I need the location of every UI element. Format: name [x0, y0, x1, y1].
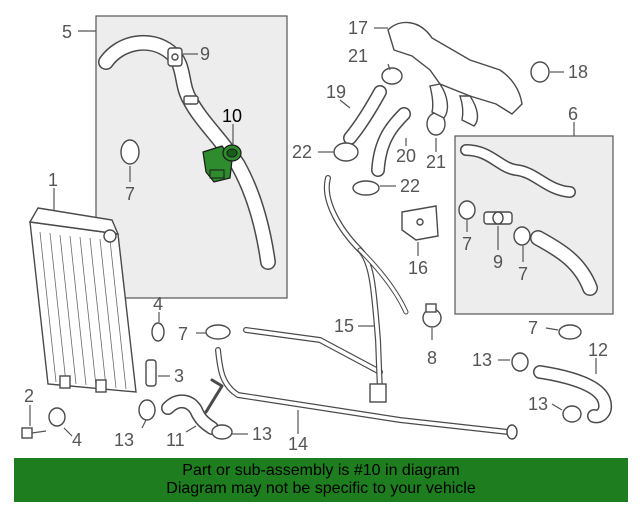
radiator[interactable]	[28, 207, 137, 393]
callout-4-upper: 4	[153, 294, 163, 314]
callout-9-box: 9	[493, 252, 503, 272]
callout-12: 12	[588, 340, 608, 360]
coolant-manifold-17[interactable]	[387, 21, 523, 127]
clamp-7-box-left[interactable]	[458, 200, 476, 220]
hose-clamp-9-top[interactable]	[167, 47, 183, 67]
callout-17: 17	[348, 18, 368, 38]
cap-18[interactable]	[530, 61, 550, 83]
part-10-connector-highlighted[interactable]	[202, 144, 242, 183]
bolt-2[interactable]	[21, 427, 47, 439]
clamp-21-upper[interactable]	[381, 67, 403, 85]
callout-20: 20	[396, 146, 416, 166]
callout-7-mid: 7	[178, 324, 188, 344]
clamp-8[interactable]	[422, 303, 442, 328]
hose-6-upper[interactable]	[460, 144, 576, 198]
upper-radiator-hose[interactable]	[98, 35, 276, 270]
bushing-4-lower[interactable]	[48, 407, 66, 427]
hose-12[interactable]	[533, 365, 612, 424]
callout-4-lower: 4	[72, 430, 82, 450]
callout-13-bottom-left: 13	[114, 430, 134, 450]
callout-16: 16	[408, 258, 428, 278]
bushing-4-upper[interactable]	[151, 322, 165, 342]
callout-7-left: 7	[125, 184, 135, 204]
small-hose-11[interactable]	[161, 394, 219, 435]
callout-7-box-right: 7	[518, 264, 528, 284]
fitting-3[interactable]	[145, 359, 157, 387]
callout-5: 5	[62, 22, 72, 42]
callout-7-box-left: 7	[462, 234, 472, 254]
callout-18: 18	[568, 62, 588, 82]
clamp-13-bottom-mid[interactable]	[211, 424, 233, 440]
callout-14: 14	[288, 434, 308, 454]
hose-clamp-small[interactable]	[183, 95, 199, 105]
clamp-7-box-right[interactable]	[513, 226, 531, 246]
coolant-pipe-14[interactable]	[204, 327, 518, 440]
clamp-13-bottom-left[interactable]	[138, 399, 156, 421]
coolant-pipe-15[interactable]	[323, 175, 409, 403]
callout-11: 11	[166, 430, 185, 450]
callout-21-lower: 21	[426, 152, 446, 172]
callout-21-upper: 21	[348, 46, 368, 66]
clamp-22-lower[interactable]	[352, 180, 380, 196]
callout-19: 19	[326, 82, 346, 102]
callout-9-top: 9	[200, 44, 210, 64]
hose-19[interactable]	[343, 85, 387, 145]
info-banner: Part or sub-assembly is #10 in diagram D…	[14, 458, 628, 502]
callout-13-right-lower: 13	[528, 394, 548, 414]
callout-13-bottom-mid: 13	[252, 424, 272, 444]
callout-2: 2	[24, 386, 34, 406]
clamp-13-right-lower[interactable]	[562, 405, 582, 423]
callout-1: 1	[48, 170, 58, 190]
callout-10: 10	[222, 106, 242, 126]
callout-6: 6	[568, 104, 578, 124]
connector-9-box[interactable]	[483, 211, 513, 225]
clamp-13-right-upper[interactable]	[511, 352, 529, 372]
clamp-22-upper[interactable]	[333, 142, 359, 162]
callout-7-right: 7	[528, 318, 538, 338]
banner-line-2: Diagram may not be specific to your vehi…	[166, 480, 476, 497]
clamp-7-left[interactable]	[120, 139, 140, 165]
clamp-7-right[interactable]	[558, 324, 582, 340]
clamp-7-mid[interactable]	[205, 324, 231, 340]
callout-13-right-upper: 13	[472, 350, 492, 370]
callout-22-lower: 22	[400, 176, 420, 196]
callout-labels: 5 9 10 7 1 4 7 3 2 4 13 11 13 14 15 8 16…	[24, 18, 608, 454]
banner-line-1: Part or sub-assembly is #10 in diagram	[182, 462, 460, 479]
hose-20[interactable]	[371, 107, 411, 177]
callout-15: 15	[334, 316, 354, 336]
hose-6-lower[interactable]	[530, 230, 598, 296]
callout-22-upper: 22	[292, 142, 312, 162]
leader-lines	[29, 27, 597, 437]
bracket-16[interactable]	[401, 205, 439, 241]
callout-8: 8	[427, 348, 437, 368]
callout-3: 3	[174, 366, 184, 386]
